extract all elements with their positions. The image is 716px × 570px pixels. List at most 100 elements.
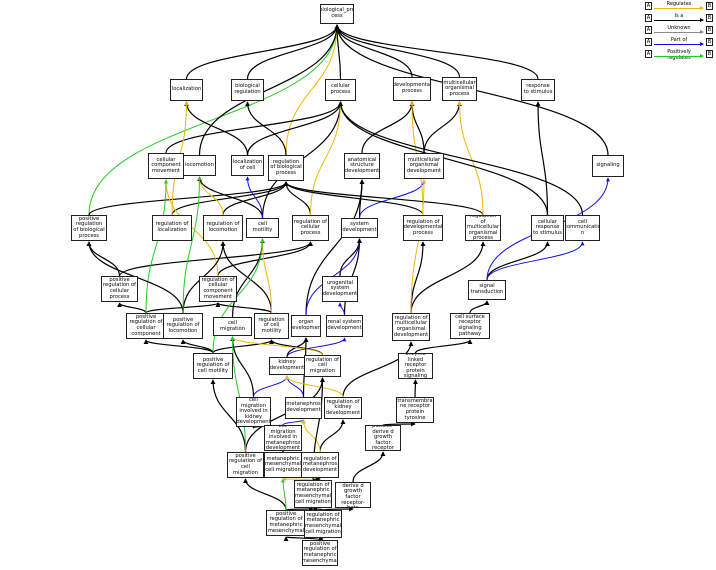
node-regulation-of-cellular-process[interactable]: regulation of cellular process bbox=[292, 215, 329, 241]
legend-arrow bbox=[700, 54, 704, 58]
legend-to-box: B bbox=[706, 14, 713, 22]
node-regulation-of-multicellular-organismal-process[interactable]: regulation of multicellular organismal p… bbox=[465, 215, 501, 241]
node-multicellular-organismal-process[interactable]: multicellular organismal process bbox=[442, 77, 477, 101]
edge-mcod-to-mcop bbox=[423, 101, 462, 154]
node-platelet-derived-growth-factor-receptor[interactable]: platelet-derive d growth factor receptor bbox=[365, 425, 401, 451]
node-cell-migration-involved-in-kidney-development[interactable]: cell migration involved in kidney develo… bbox=[236, 397, 271, 427]
node-regulation-of-cellular-component-movement[interactable]: regulation of cellular component movemen… bbox=[199, 276, 237, 302]
node-localization-of-cell[interactable]: localization of cell bbox=[231, 155, 264, 176]
node-regulation-of-metanephros-development[interactable]: regulation of metanephros development bbox=[301, 452, 339, 478]
node-biological-process[interactable]: biological_pro cess bbox=[320, 4, 354, 24]
legend-arrow bbox=[700, 42, 704, 46]
node-transmembrane-receptor-protein-tyrosine[interactable]: transmembra ne receptor protein tyrosine bbox=[396, 397, 434, 423]
edge-rccm-to-ccm bbox=[164, 179, 219, 277]
edge-pdgfrb-to-pdgfr bbox=[352, 451, 386, 483]
node-positive-regulation-of-cell-migration[interactable]: positive regulation of cell migration bbox=[227, 452, 264, 478]
node-regulation-of-cell-migration[interactable]: regulation of cell migration bbox=[304, 355, 341, 377]
node-urogenital-system-development[interactable]: urogenital system development bbox=[322, 276, 358, 302]
node-metanephric-mesenchymal-cell-migration[interactable]: metanephric mesenchymal cell migration bbox=[264, 452, 302, 478]
edge-rmcop-to-mcop bbox=[457, 101, 484, 216]
node-regulation-of-metanephric-mesenchymal-cell-migration[interactable]: regulation of metanephric mesenchymal ce… bbox=[294, 480, 332, 508]
node-cellular-response-to-stimulus[interactable]: cellular response to stimulus bbox=[531, 215, 564, 241]
legend-to-box: B bbox=[706, 2, 713, 10]
legend-line bbox=[654, 20, 703, 21]
legend-from-box: A bbox=[645, 38, 652, 46]
edge-rmnd-to-mnd bbox=[301, 419, 321, 453]
legend-row-is-a: A Is a B bbox=[645, 13, 713, 25]
node-cell-migration[interactable]: cell migration bbox=[213, 317, 252, 336]
node-renal-system-development[interactable]: renal system development bbox=[326, 315, 363, 337]
edge-prccm-to-ccm bbox=[145, 179, 168, 314]
node-anatomical-structure-development[interactable]: anatomical structure development bbox=[344, 153, 380, 179]
node-positive-regulation-of-cellular-component[interactable]: positive regulation of cellular componen… bbox=[126, 313, 166, 339]
legend-row-unknown: A Unknown B bbox=[645, 25, 713, 37]
node-signal-transduction[interactable]: signal transduction bbox=[468, 280, 506, 300]
edge-rmmcm2-to-pdgfrb bbox=[322, 506, 354, 512]
node-positive-regulation-of-biological-process[interactable]: positive regulation of biological proces… bbox=[71, 215, 107, 241]
edge-rkd-to-rmcod bbox=[342, 341, 414, 398]
node-cell-migration-involved-in-metanephros-development[interactable]: cell migration involved in metanephros d… bbox=[264, 425, 302, 451]
edge-rmcop-to-rbp bbox=[283, 181, 484, 216]
edge-rlocom-to-locom bbox=[197, 176, 224, 216]
edge-rcmot-to-rccm bbox=[215, 302, 273, 314]
node-enzyme-linked-receptor-protein-signaling[interactable]: enzyme linked receptor protein signaling bbox=[398, 353, 433, 379]
node-cell-surface-receptor-signaling-pathway[interactable]: cell surface receptor signaling pathway bbox=[450, 313, 490, 339]
edge-rdp-to-rbp bbox=[283, 181, 424, 216]
node-developmental-process[interactable]: developmental process bbox=[393, 77, 431, 101]
node-system-development[interactable]: system development bbox=[341, 218, 378, 238]
edge-lcell-to-cproc bbox=[246, 101, 343, 156]
legend-from-box: A bbox=[645, 50, 652, 58]
node-positive-regulation-of-metanephric-mesenchymal-2[interactable]: positive regulation of metanephric mesen… bbox=[302, 540, 338, 566]
edge-pdgfr-to-tmrpt bbox=[382, 421, 416, 427]
node-response-to-stimulus[interactable]: response to stimulus bbox=[521, 79, 555, 101]
edge-crs-to-cproc bbox=[338, 101, 549, 216]
node-cell-communication[interactable]: cell communicatio n bbox=[565, 215, 600, 241]
node-localization[interactable]: localization bbox=[170, 79, 203, 101]
node-multicellular-organismal-development[interactable]: multicellular organismal development bbox=[404, 153, 444, 179]
edge-kd-to-rsd bbox=[286, 337, 347, 358]
node-regulation-of-localization[interactable]: regulation of localization bbox=[152, 215, 192, 241]
node-positive-regulation-of-locomotion[interactable]: positive regulation of locomotion bbox=[163, 313, 203, 339]
node-positive-regulation-of-cellular-process[interactable]: positive regulation of cellular process bbox=[101, 276, 138, 302]
edge-prmm-to-prcmig bbox=[243, 478, 287, 511]
node-cell-motility[interactable]: cell motility bbox=[246, 218, 279, 238]
legend-row-regulates: A Regulates B bbox=[645, 1, 713, 13]
node-platelet-derived-growth-factor-receptor-beta[interactable]: platelet-derive d growth factor receptor… bbox=[335, 482, 371, 508]
edge-ccomm-to-cproc bbox=[338, 101, 584, 216]
edge-loc-to-bp bbox=[185, 24, 340, 80]
node-regulation-of-developmental-process[interactable]: regulation of developmental process bbox=[403, 215, 443, 241]
node-organ-development[interactable]: organ development bbox=[291, 315, 321, 337]
legend-to-box: B bbox=[706, 38, 713, 46]
legend-label: Positively regulates bbox=[667, 49, 691, 61]
node-locomotion[interactable]: locomotion bbox=[183, 155, 216, 176]
edge-elrps-to-csrsp bbox=[414, 339, 473, 354]
node-biological-regulation[interactable]: biological regulation bbox=[231, 79, 264, 101]
node-regulation-of-cell-motility[interactable]: regulation of cell motility bbox=[254, 313, 289, 339]
edge-prbp-to-rbp bbox=[88, 181, 289, 216]
edge-rlocom-to-rbp bbox=[222, 181, 289, 216]
edge-breg-to-bp bbox=[246, 24, 340, 80]
edge-prcmig-to-prcmot bbox=[210, 379, 247, 453]
edge-mcop-to-bp bbox=[334, 24, 461, 78]
edge-rmcod-to-mcod bbox=[410, 179, 426, 314]
node-cellular-component-movement[interactable]: cellular component movement bbox=[148, 153, 184, 179]
edge-cmot-to-lcell bbox=[245, 176, 263, 219]
node-kidney-development[interactable]: kidney development bbox=[269, 357, 305, 375]
node-regulation-of-multicellular-organismal-development[interactable]: regulation of multicellular organismal d… bbox=[392, 313, 430, 341]
node-cellular-process[interactable]: cellular process bbox=[325, 79, 356, 101]
node-metanephros-development[interactable]: metanephros development bbox=[285, 397, 322, 419]
edge-cmkd-to-cmig bbox=[230, 336, 255, 398]
node-signaling[interactable]: signaling bbox=[592, 155, 624, 177]
edge-rmcod-to-rmcop bbox=[410, 241, 486, 314]
edge-rkd-to-kd bbox=[285, 375, 344, 398]
edge-mcod-to-dev bbox=[409, 101, 425, 154]
legend-line bbox=[654, 44, 703, 45]
legend-row-part-of: A Part of B bbox=[645, 37, 713, 49]
node-regulation-of-kidney-development[interactable]: regulation of kidney development bbox=[324, 397, 362, 419]
node-regulation-of-locomotion[interactable]: regulation of locomotion bbox=[203, 215, 243, 241]
node-positive-regulation-of-metanephric-mesenchymal[interactable]: positive regulation of metanephric mesen… bbox=[266, 510, 306, 536]
node-regulation-of-metanephric-mesenchymal-cell-migration-2[interactable]: regulation of metanephric mesenchymal ce… bbox=[304, 510, 342, 538]
node-regulation-of-biological-process[interactable]: regulation of biological process bbox=[268, 155, 304, 181]
edge-rcmot-to-rlocom bbox=[220, 241, 273, 314]
node-positive-regulation-of-cell-motility[interactable]: positive regulation of cell motility bbox=[193, 353, 233, 379]
